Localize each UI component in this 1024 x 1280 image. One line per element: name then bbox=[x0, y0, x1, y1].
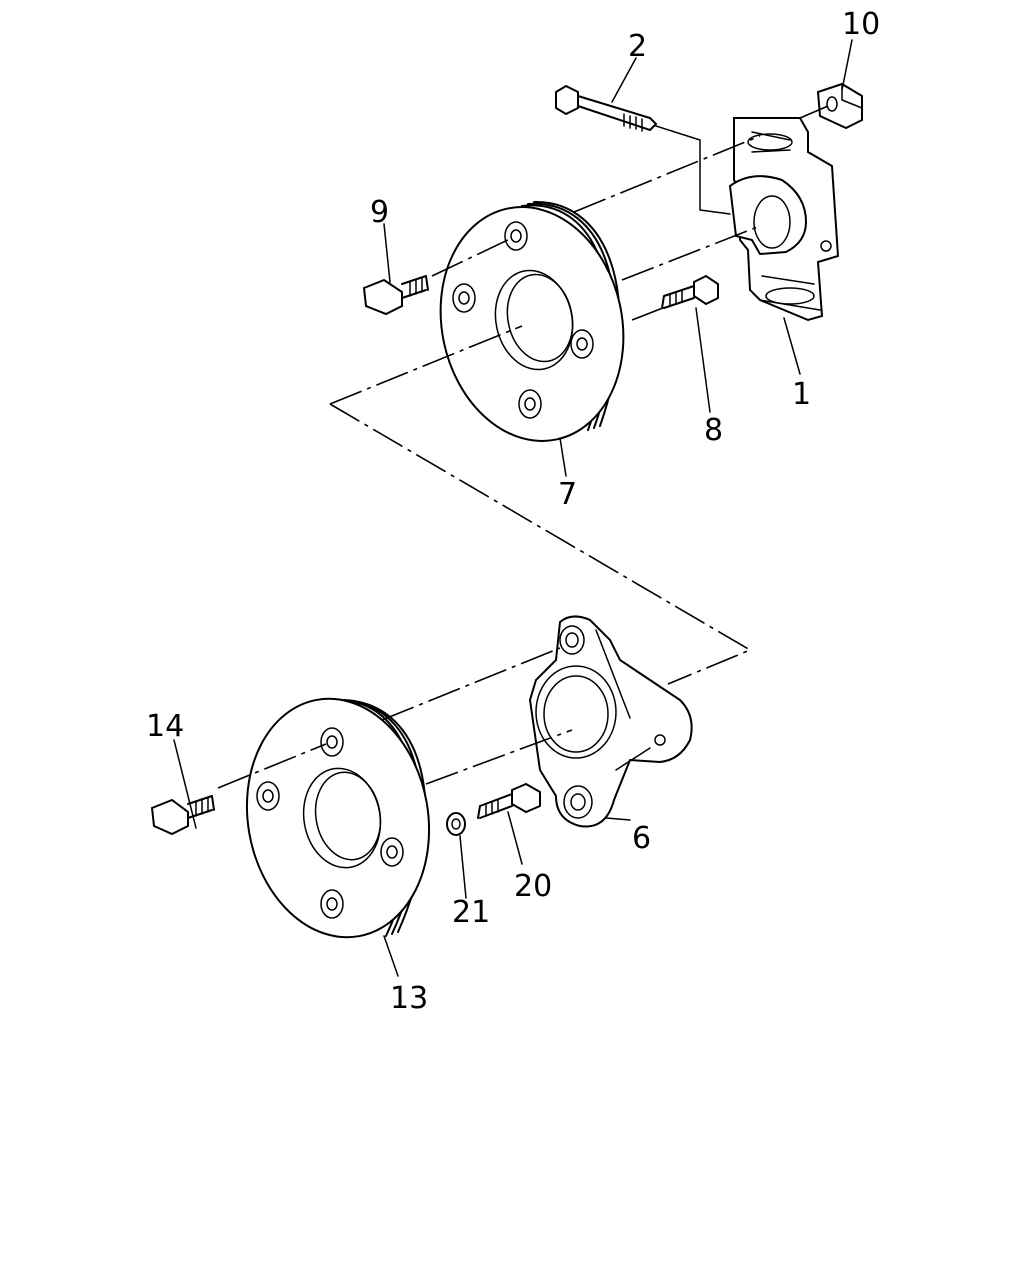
callout-21: 21 bbox=[452, 895, 490, 930]
part-8-bolt bbox=[661, 274, 719, 309]
part-6-flange-housing bbox=[528, 615, 693, 828]
part-14-bolt bbox=[150, 795, 215, 836]
lower-center-lines bbox=[217, 647, 573, 789]
callouts: 1 2 6 7 8 9 10 13 14 20 21 bbox=[146, 7, 880, 1016]
part-2-long-bolt bbox=[555, 85, 731, 215]
part-13-lower-disc bbox=[245, 697, 431, 939]
callout-13: 13 bbox=[390, 981, 428, 1016]
part-20-bolt bbox=[477, 782, 541, 819]
part-21-washer bbox=[446, 812, 466, 836]
upper-center-lines bbox=[329, 135, 761, 405]
callout-7: 7 bbox=[558, 477, 577, 512]
callout-2: 2 bbox=[628, 29, 647, 64]
part-7-upper-disc bbox=[439, 200, 625, 442]
callout-20: 20 bbox=[514, 869, 552, 904]
callout-9: 9 bbox=[370, 195, 389, 230]
part-1-bracket bbox=[728, 117, 840, 322]
assembly-link-line bbox=[329, 403, 752, 685]
callout-1: 1 bbox=[792, 377, 811, 412]
part-9-bolt bbox=[362, 275, 429, 316]
callout-10: 10 bbox=[842, 7, 880, 42]
part-10-nut bbox=[799, 82, 863, 130]
callout-14: 14 bbox=[146, 709, 184, 744]
leader-lines bbox=[173, 39, 853, 977]
callout-6: 6 bbox=[632, 821, 651, 856]
callout-8: 8 bbox=[704, 413, 723, 448]
